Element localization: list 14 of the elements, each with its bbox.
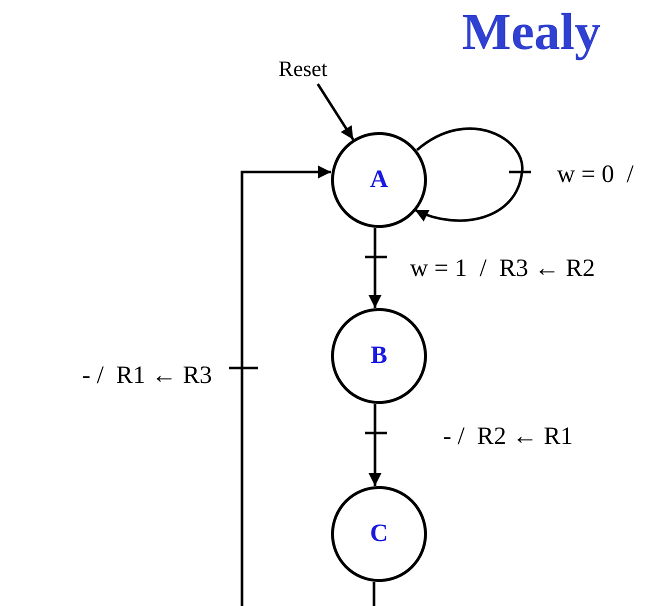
reset-label: Reset: [278, 56, 328, 82]
transition-label: - / R2 ← R1: [443, 424, 573, 449]
transition-arrow: [414, 127, 524, 222]
transition-arrow: [240, 166, 376, 606]
state-name: C: [370, 520, 388, 548]
transition-label: - / R1 ← R3: [82, 363, 212, 388]
state-name: B: [370, 342, 388, 370]
transition-label: w = 0 /: [557, 162, 634, 187]
transition-arrow: [368, 228, 382, 308]
diagram-title: Mealy: [462, 4, 601, 62]
transition-label: w = 1 / R3 ← R2: [410, 256, 595, 281]
transition-arrow: [316, 83, 354, 140]
state-name: A: [370, 166, 388, 194]
transition-arrow: [368, 404, 382, 486]
